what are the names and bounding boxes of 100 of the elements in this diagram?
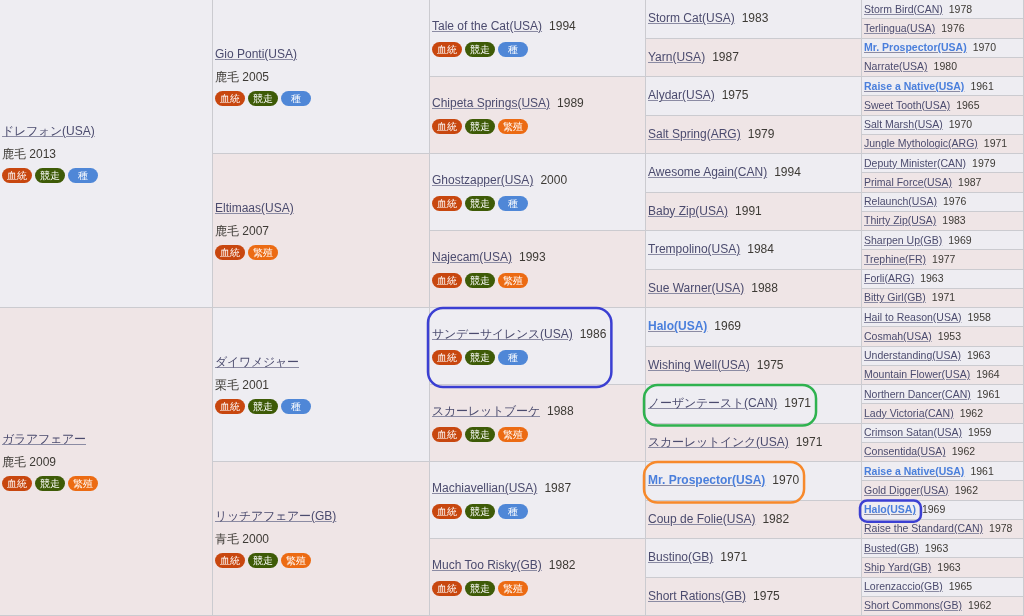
birth-year: 1961 (970, 79, 994, 93)
birth-year: 1987 (712, 49, 739, 65)
pedigree-cell (862, 57, 1024, 77)
horse-name-link: Mr. Prospector(USA) (648, 473, 766, 489)
pedigree-cell (862, 423, 1024, 443)
tag-badge: 血統 (2, 168, 32, 183)
tag-badge: 血統 (432, 504, 462, 519)
horse-name-link: ドレフォン(USA) (2, 124, 95, 139)
pedigree-cell (862, 365, 1024, 385)
pedigree-cell (862, 0, 1024, 20)
birth-year: 1982 (548, 558, 576, 573)
coat-and-birth-year: 栗毛 2001 (215, 378, 270, 393)
pedigree-cell (862, 250, 1024, 270)
horse-name-link: Northern Dancer(CAN) (864, 387, 971, 401)
pedigree-cell (862, 134, 1024, 154)
pedigree-cell (0, 308, 213, 616)
horse-name-link: サンデーサイレンス(USA) (432, 327, 573, 342)
tag-badge: 血統 (432, 119, 462, 134)
pedigree-cell (862, 442, 1024, 462)
horse-name-link: Tale of the Cat(USA) (432, 19, 543, 34)
horse-name-link: Deputy Minister(CAN) (864, 156, 967, 170)
pedigree-cell (862, 211, 1024, 231)
tag-badge: 繁殖 (68, 476, 98, 491)
birth-year: 1969 (948, 233, 972, 247)
tag-badge: 競走 (465, 427, 495, 442)
tag-badge: 競走 (35, 168, 65, 183)
birth-year: 1962 (951, 445, 976, 459)
horse-name-link: Mountain Flower(USA) (864, 368, 971, 382)
pedigree-cell (862, 77, 1024, 97)
birth-year: 1975 (721, 88, 749, 104)
pedigree-cell (646, 269, 862, 308)
horse-name-link: Mr. Prospector(USA) (864, 41, 967, 55)
pedigree-cell (862, 288, 1024, 308)
tag-badge: 競走 (465, 273, 495, 288)
birth-year: 1988 (547, 404, 574, 419)
tag-badge: 種 (498, 42, 528, 57)
horse-name-link: Gio Ponti(USA) (215, 47, 298, 62)
tag-badge: 繁殖 (281, 553, 311, 568)
pedigree-cell (862, 308, 1024, 328)
pedigree-cell (862, 539, 1024, 559)
birth-year: 1970 (972, 41, 997, 55)
tag-badge: 種 (281, 399, 311, 414)
pedigree-cell (213, 0, 430, 154)
pedigree-cell (646, 385, 862, 424)
horse-name-link: Busted(GB) (864, 541, 919, 555)
birth-year: 1979 (972, 156, 996, 170)
birth-year: 1969 (714, 319, 742, 335)
pedigree-cell (646, 38, 862, 77)
birth-year: 1962 (959, 406, 984, 420)
pedigree-cell (862, 481, 1024, 501)
pedigree-cell (862, 462, 1024, 482)
tag-badge: 繁殖 (248, 245, 278, 260)
tag-badge: 競走 (35, 476, 65, 491)
pedigree-cell (646, 308, 862, 347)
tag-badge: 繁殖 (498, 581, 528, 596)
horse-name-link: Sharpen Up(GB) (864, 233, 943, 247)
horse-name-link: Gold Digger(USA) (864, 483, 949, 497)
tag-badge: 競走 (465, 196, 495, 211)
tag-badge: 血統 (215, 553, 245, 568)
birth-year: 1971 (784, 396, 812, 412)
horse-name-link: Bitty Girl(GB) (864, 291, 926, 305)
horse-name-link: Chipeta Springs(USA) (432, 96, 551, 111)
tag-badge: 血統 (2, 476, 32, 491)
horse-name-link: Ghostzapper(USA) (432, 173, 534, 188)
pedigree-cell (646, 346, 862, 385)
tag-badge: 競走 (248, 399, 278, 414)
tag-badge: 血統 (432, 196, 462, 211)
horse-name-link: Wishing Well(USA) (648, 357, 750, 373)
horse-name-link: リッチアフェアー(GB) (215, 509, 337, 524)
horse-name-link: Primal Force(USA) (864, 175, 953, 189)
birth-year: 1975 (753, 588, 780, 604)
horse-name-link: Short Commons(GB) (864, 599, 963, 613)
birth-year: 1975 (756, 357, 784, 373)
tag-badge: 競走 (465, 504, 495, 519)
pedigree-cell (430, 0, 646, 77)
pedigree-cell (862, 596, 1024, 616)
horse-name-link: ダイワメジャー (215, 355, 299, 370)
tag-badge: 繁殖 (498, 427, 528, 442)
horse-name-link: Narrate(USA) (864, 60, 928, 74)
tag-badge: 競走 (465, 581, 495, 596)
pedigree-cell (430, 385, 646, 462)
horse-name-link: Sweet Tooth(USA) (864, 98, 951, 112)
birth-year: 1959 (968, 426, 992, 440)
tag-badge: 種 (498, 504, 528, 519)
coat-and-birth-year: 青毛 2000 (215, 532, 270, 547)
horse-name-link: Lady Victoria(CAN) (864, 406, 954, 420)
birth-year: 1965 (948, 580, 973, 594)
pedigree-cell (213, 154, 430, 308)
pedigree-cell (646, 500, 862, 539)
coat-and-birth-year: 鹿毛 2005 (215, 70, 270, 85)
tag-badge: 競走 (465, 350, 495, 365)
horse-name-link: スカーレットインク(USA) (648, 434, 789, 450)
horse-name-link: Lorenzaccio(GB) (864, 580, 943, 594)
tag-badge: 血統 (432, 273, 462, 288)
tag-badge: 繁殖 (498, 273, 528, 288)
horse-name-link: ガラアフェアー (2, 432, 86, 447)
birth-year: 1991 (735, 203, 762, 219)
birth-year: 1976 (942, 195, 967, 209)
pedigree-cell (646, 231, 862, 270)
birth-year: 1964 (976, 368, 1000, 382)
